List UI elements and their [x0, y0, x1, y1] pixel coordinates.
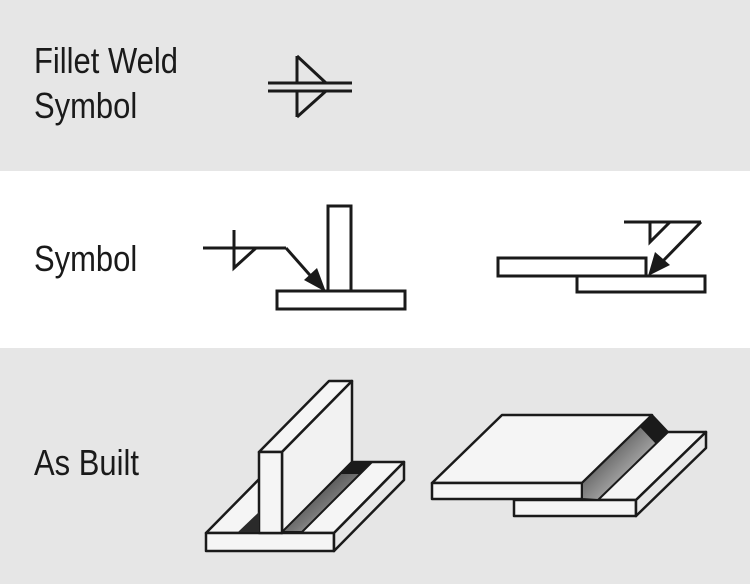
fillet-weld-symbol-label-line-2: Symbol [34, 85, 138, 126]
as-built-label: As Built [34, 442, 139, 483]
fillet-weld-symbol-icon [268, 54, 352, 119]
symbol-label: Symbol [34, 238, 138, 279]
lap-joint-as-built-icon [430, 413, 708, 518]
t-joint-symbol-icon [203, 204, 407, 311]
fillet-weld-symbol-label-line-1: Fillet Weld [34, 40, 178, 81]
lap-joint-symbol-icon [496, 220, 707, 294]
t-joint-as-built-icon [204, 379, 406, 553]
fillet-weld-symbol-row [0, 0, 750, 171]
